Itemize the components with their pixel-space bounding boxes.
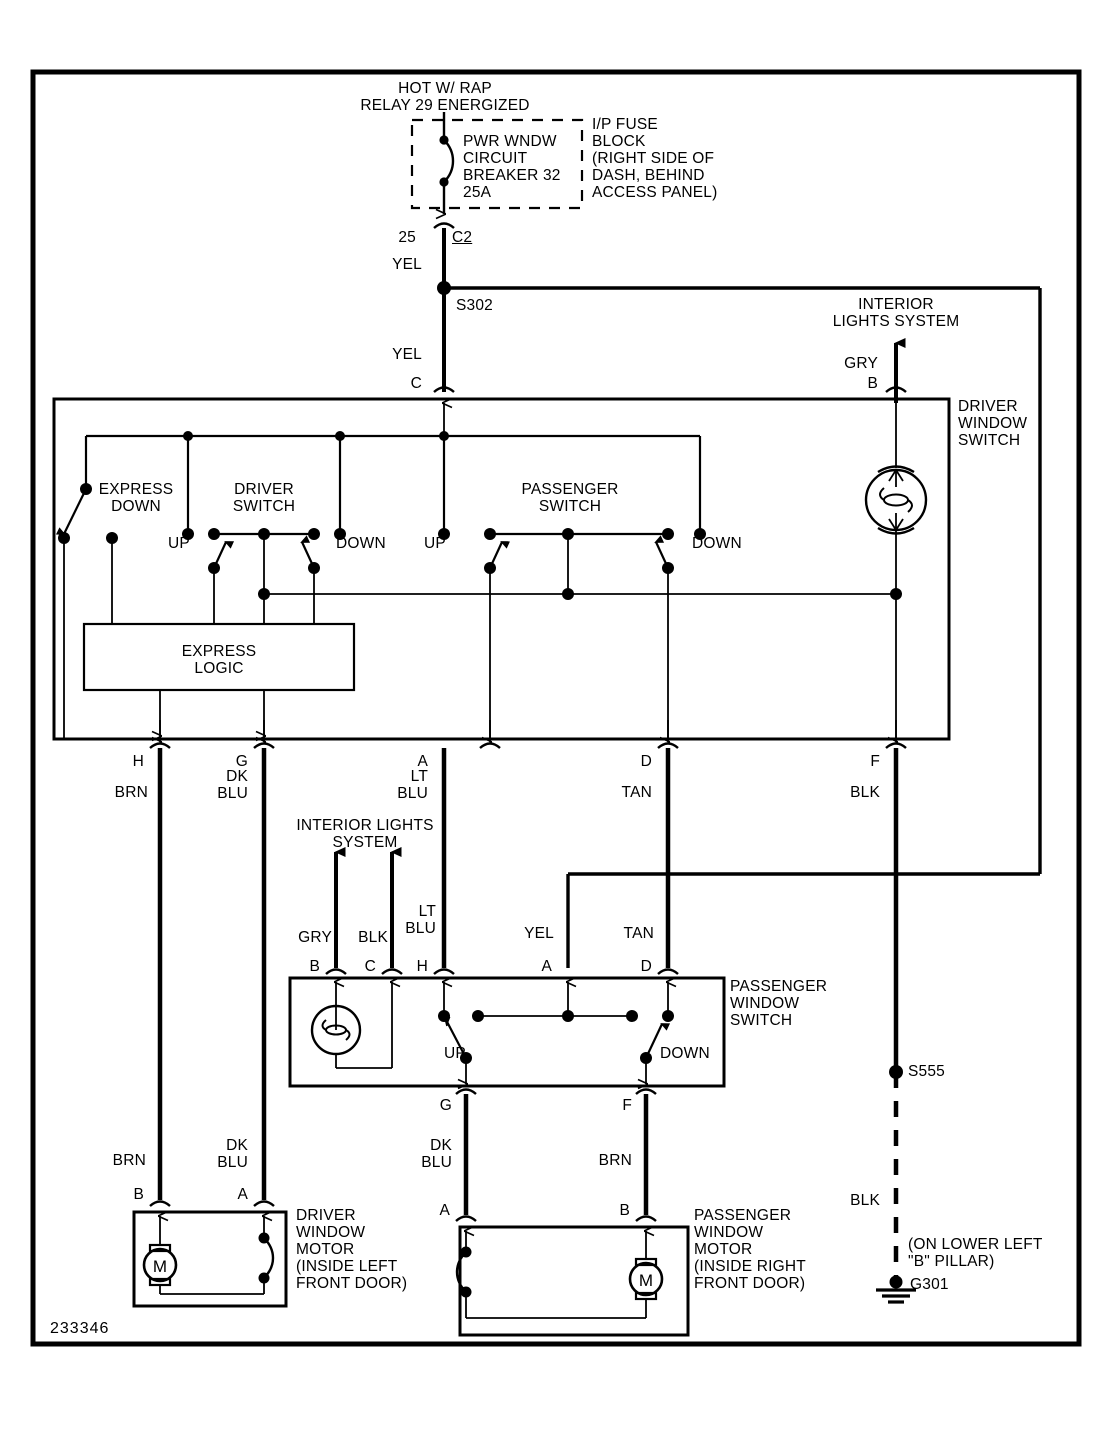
passenger-switch-pin-f: F	[622, 1097, 632, 1114]
passenger-switch-pin-h: H	[416, 958, 428, 975]
passenger-switch-pin-c: C	[364, 958, 376, 975]
driver-switch-contacts[interactable]	[208, 528, 902, 624]
connector-c2	[433, 222, 455, 288]
driver-motor-pin-b: B	[133, 1186, 144, 1203]
driver-window-switch-name: DRIVER WINDOW SWITCH	[958, 398, 1028, 449]
passenger-switch-down-label: DOWN	[660, 1045, 710, 1062]
wire-color-yel-pass: YEL	[524, 925, 554, 942]
driver-switch-pin-g: G	[235, 753, 248, 770]
circuit-breaker-symbol	[439, 112, 455, 214]
interior-lights-system-label-top: INTERIOR LIGHTS SYSTEM	[832, 296, 960, 330]
express-logic-label: EXPRESS LOGIC	[181, 643, 257, 677]
g301-location-note: (ON LOWER LEFT "B" PILLAR)	[908, 1236, 1043, 1270]
circuit-breaker-label: PWR WNDW CIRCUIT BREAKER 32 25A	[463, 133, 561, 201]
driver-window-motor-box: M	[132, 1210, 288, 1308]
wire-color-tan-pass: TAN	[623, 925, 654, 942]
splice-s302-label: S302	[456, 297, 493, 314]
passenger-switch-contacts-in-driver-module[interactable]	[484, 528, 674, 739]
circuit-number-25: 25	[398, 229, 416, 246]
wire-color-blk-f: BLK	[850, 784, 880, 801]
page-border	[30, 69, 1082, 1347]
passenger-switch-label: PASSENGER SWITCH	[521, 481, 619, 515]
wire-color-dkblu-driver-motor: DK BLU	[217, 1137, 248, 1171]
driver-switch-pin-f: F	[870, 753, 880, 770]
passenger-down-label: DOWN	[692, 535, 742, 552]
driver-switch-pin-c: C	[410, 375, 422, 392]
passenger-switch-pin-d: D	[640, 958, 652, 975]
passenger-window-switch-name: PASSENGER WINDOW SWITCH	[730, 978, 828, 1029]
passenger-motor-pin-b: B	[619, 1202, 630, 1219]
driver-up-label: UP	[168, 535, 190, 552]
wire-color-gry-driver: GRY	[844, 355, 878, 372]
figure-id: 233346	[50, 1320, 110, 1337]
wire-color-gry-pass: GRY	[298, 929, 332, 946]
driver-switch-internal-bus	[55, 431, 706, 739]
connector-c2-label: C2	[452, 229, 473, 246]
driver-switch-pin-b: B	[867, 375, 878, 392]
wire-color-yel-upper: YEL	[392, 256, 422, 273]
driver-motor-pin-a: A	[237, 1186, 248, 1203]
passenger-switch-pin-a: A	[541, 958, 552, 975]
driver-down-label: DOWN	[336, 535, 386, 552]
wire-color-ltblu-pass: LT BLU	[405, 903, 436, 937]
passenger-motor-pin-a: A	[439, 1202, 450, 1219]
driver-switch-illumination-lamp	[864, 338, 928, 739]
ip-fuse-block-outline	[410, 118, 584, 210]
wire-color-dkblu-g: DK BLU	[217, 768, 248, 802]
driver-switch-pin-a: A	[417, 753, 428, 770]
passenger-switch-pin-g: G	[439, 1097, 452, 1114]
driver-switch-harness-wires	[149, 748, 899, 1207]
splice-s555-label: S555	[908, 1063, 945, 1080]
driver-switch-output-pins	[149, 720, 907, 749]
interior-lights-system-label-mid: INTERIOR LIGHTS SYSTEM	[296, 817, 434, 851]
passenger-switch-internal	[310, 982, 674, 1084]
express-down-label: EXPRESS DOWN	[98, 481, 174, 515]
ground-g301-label: G301	[910, 1276, 949, 1293]
wire-color-brn-h: BRN	[114, 784, 148, 801]
svg-text:M: M	[153, 1257, 167, 1276]
wire-color-blk-pass: BLK	[358, 929, 388, 946]
driver-window-switch-box[interactable]	[52, 397, 951, 741]
hot-w-rap-title: HOT W/ RAP RELAY 29 ENERGIZED	[360, 80, 530, 114]
wire-color-ltblu-a: LT BLU	[397, 768, 428, 802]
driver-switch-pin-h: H	[132, 753, 144, 770]
passenger-switch-interior-lights-wires	[325, 847, 403, 975]
passenger-window-motor-name: PASSENGER WINDOW MOTOR (INSIDE RIGHT FRO…	[694, 1207, 806, 1292]
driver-switch-label: DRIVER SWITCH	[232, 481, 296, 515]
splice-s302	[433, 281, 1042, 968]
passenger-window-motor-box: M	[455, 1225, 690, 1337]
passenger-switch-up-label: UP	[444, 1045, 466, 1062]
passenger-up-label: UP	[424, 535, 446, 552]
splice-s555-ground-run	[876, 1065, 916, 1304]
wire-color-brn-driver-motor: BRN	[112, 1152, 146, 1169]
express-logic-block	[82, 622, 356, 736]
wire-color-brn-pass-f: BRN	[598, 1152, 632, 1169]
wire-color-yel-lower: YEL	[392, 346, 422, 363]
wire-color-dkblu-pass-g: DK BLU	[421, 1137, 452, 1171]
driver-switch-pin-d: D	[640, 753, 652, 770]
passenger-switch-pin-b: B	[309, 958, 320, 975]
wire-color-tan-d: TAN	[621, 784, 652, 801]
passenger-switch-output-wires	[455, 1088, 657, 1222]
ip-fuse-block-note: I/P FUSE BLOCK (RIGHT SIDE OF DASH, BEHI…	[592, 116, 718, 201]
svg-text:M: M	[639, 1271, 653, 1290]
passenger-window-switch-box[interactable]	[288, 976, 726, 1088]
driver-window-motor-name: DRIVER WINDOW MOTOR (INSIDE LEFT FRONT D…	[296, 1207, 408, 1292]
wire-color-blk-ground: BLK	[850, 1192, 880, 1209]
